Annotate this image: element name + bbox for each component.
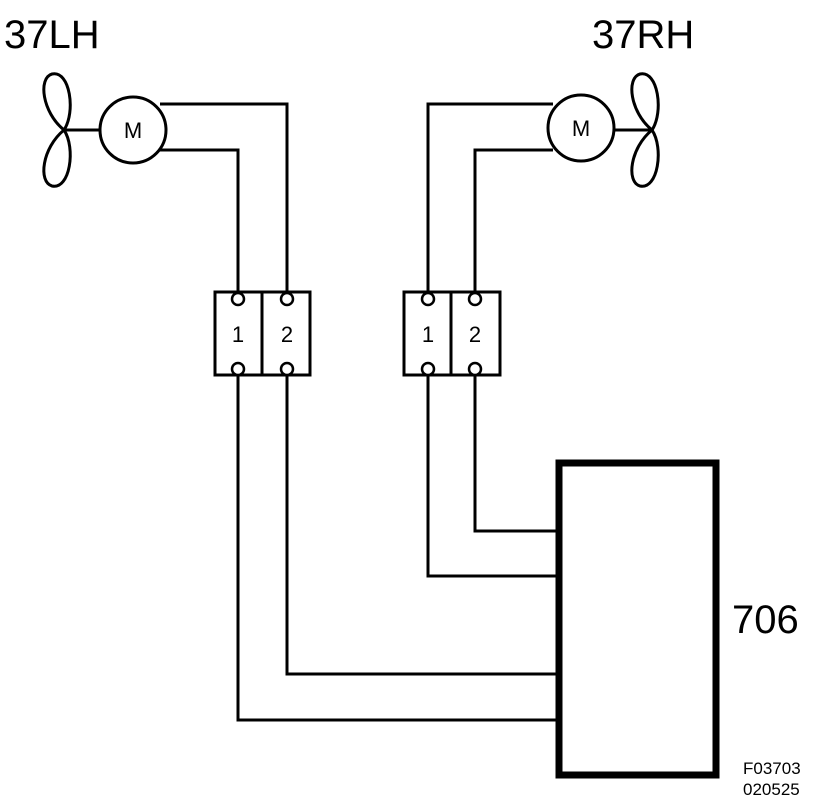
wire-rh-pin2-lower bbox=[473, 374, 566, 533]
wires bbox=[160, 102, 566, 722]
wire-rh-pin1-lower bbox=[426, 374, 566, 578]
wire-rh-pin1-upper bbox=[426, 102, 553, 292]
control-unit: 706 bbox=[555, 459, 799, 779]
right-motor-label: M bbox=[572, 116, 590, 141]
left-connector-pin2: 2 bbox=[281, 322, 293, 347]
right-connector-pin1: 1 bbox=[422, 322, 434, 347]
left-connector: 1 2 bbox=[213, 290, 312, 377]
control-unit-label: 706 bbox=[732, 598, 799, 642]
wire-rh-pin2-upper bbox=[473, 148, 553, 292]
left-motor: M bbox=[98, 95, 168, 165]
wire-lh-pin2-upper bbox=[160, 102, 289, 292]
figure-ref-line1: F03703 bbox=[743, 759, 801, 778]
wire-lh-pin1-upper bbox=[160, 148, 240, 292]
right-connector-pin2: 2 bbox=[469, 322, 481, 347]
right-connector: 1 2 bbox=[402, 290, 502, 377]
figure-ref-line2: 020525 bbox=[743, 780, 800, 799]
left-fan-label: 37LH bbox=[4, 13, 100, 57]
left-fan-icon bbox=[42, 72, 100, 188]
left-connector-pin1: 1 bbox=[232, 322, 244, 347]
right-fan-icon bbox=[615, 72, 660, 188]
wire-lh-pin2-lower bbox=[285, 374, 566, 676]
left-motor-label: M bbox=[124, 118, 142, 143]
right-motor: M bbox=[546, 93, 616, 163]
right-fan-label: 37RH bbox=[592, 13, 694, 57]
wire-lh-pin1-lower bbox=[236, 374, 566, 722]
